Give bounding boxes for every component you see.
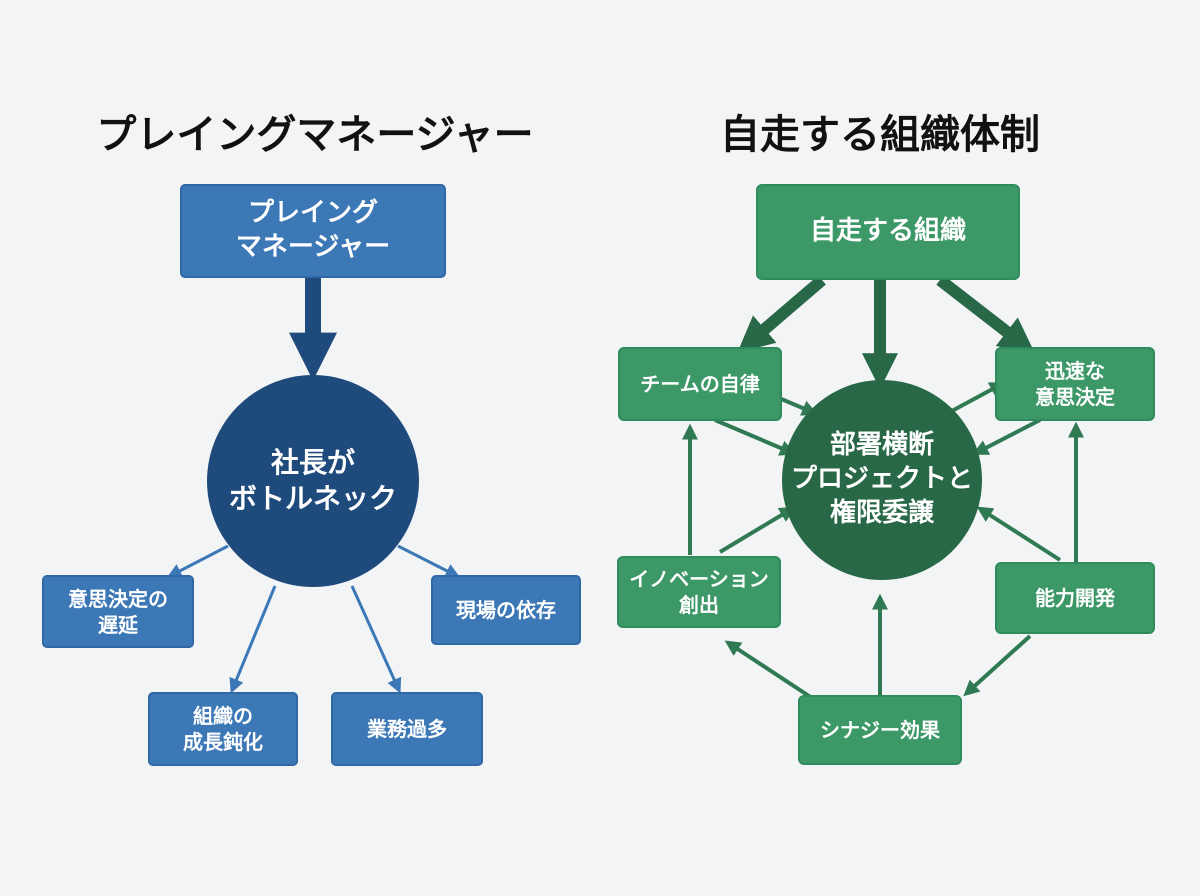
- arrow-to-decision-delay: [166, 544, 229, 578]
- innovation-box: イノベーション 創出: [617, 556, 781, 628]
- arrow-fast-decision-to-center: [972, 418, 1041, 455]
- arrow-to-overload: [350, 585, 402, 694]
- growth-dulled-box: 組織の 成長鈍化: [148, 692, 298, 766]
- arrow-synergy-to-innovation: [724, 640, 814, 700]
- arrow-center-to-fast-decision: [949, 381, 1006, 414]
- decision-delay-box: 意思決定の 遅延: [42, 575, 194, 648]
- synergy-box: シナジー効果: [798, 695, 962, 765]
- playing-manager-box: プレイング マネージャー: [180, 184, 446, 278]
- self-running-org-box: 自走する組織: [756, 184, 1020, 280]
- arrow-capability-to-synergy: [963, 634, 1032, 697]
- left-heading: プレイングマネージャー: [96, 112, 534, 158]
- cross-department-center-circle: 部署横断 プロジェクトと 権限委譲: [782, 380, 982, 580]
- fast-decision-box: 迅速な 意思決定: [995, 347, 1155, 421]
- president-bottleneck-circle: 社長が ボトルネック: [207, 375, 419, 587]
- arrow-innovation-to-center: [718, 506, 796, 554]
- arrow-team-autonomy-to-center-2: [714, 418, 796, 456]
- arrow-capability-to-center: [976, 506, 1062, 562]
- arrow-to-field-dependency: [397, 544, 461, 578]
- arrow-top-to-fast-decision: [936, 275, 1036, 354]
- arrow-to-growth-dulled: [229, 585, 277, 694]
- overload-box: 業務過多: [331, 692, 483, 766]
- arrow-top-to-team-autonomy: [737, 275, 826, 353]
- right-heading: 自走する組織体制: [720, 112, 1040, 158]
- field-dependency-box: 現場の依存: [431, 575, 581, 645]
- team-autonomy-box: チームの自律: [618, 347, 782, 421]
- capability-box: 能力開発: [995, 562, 1155, 634]
